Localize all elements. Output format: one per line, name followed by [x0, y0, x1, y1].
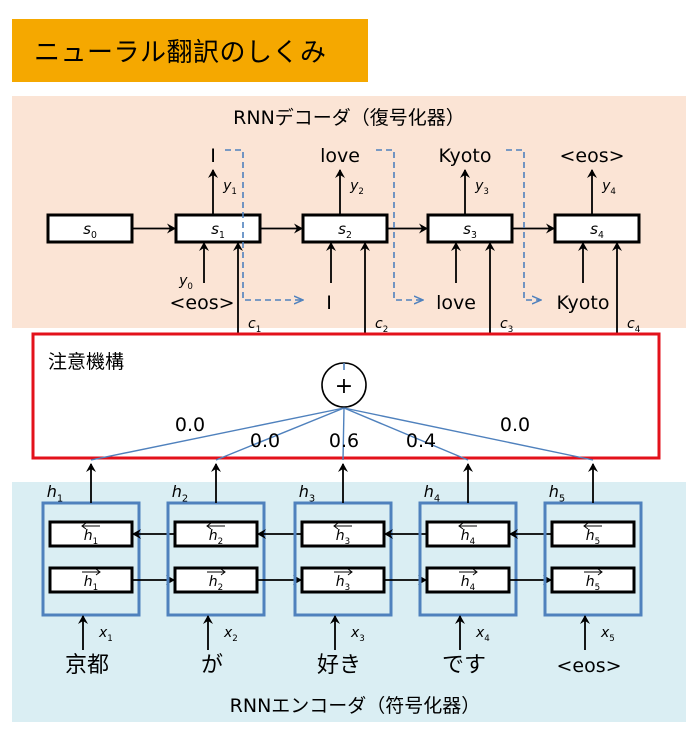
encoder-input-x-label: x2 [223, 625, 238, 644]
decoder-input-word: love [436, 292, 476, 314]
encoder-forward-state-box [173, 566, 259, 594]
attention-weight-line [342, 407, 345, 461]
encoder-backward-arrowhead [81, 522, 87, 530]
encoder-backward-state-label: h1 [84, 528, 98, 547]
encoder-hidden-label: h3 [299, 482, 315, 504]
encoder-input-x-label: x3 [350, 625, 365, 644]
encoder-input-x-label: x5 [600, 625, 615, 644]
encoder-cell-frame [166, 501, 266, 617]
decoder-feedback-dashed-arrow [376, 149, 422, 300]
decoder-context-label: c3 [500, 316, 513, 335]
decoder-input-word: I [326, 292, 332, 314]
encoder-backward-arrowhead [583, 522, 589, 530]
decoder-output-y-label: y1 [222, 178, 237, 197]
decoder-feedback-dashed-arrow [225, 149, 302, 300]
encoder-hidden-label: h5 [549, 482, 565, 504]
encoder-forward-arrowhead [597, 568, 603, 576]
encoder-backward-arrowhead [333, 522, 339, 530]
attention-weight-label: 0.4 [406, 430, 436, 452]
encoder-forward-state-label: h1 [84, 574, 98, 593]
encoder-forward-state-label: h5 [586, 574, 600, 593]
encoder-backward-arrowhead [458, 522, 464, 530]
encoder-forward-arrowhead [472, 568, 478, 576]
encoder-backward-state-label: h3 [336, 528, 350, 547]
decoder-state-label: s2 [338, 220, 352, 241]
encoder-forward-state-label: h3 [336, 574, 350, 593]
encoder-input-word: です [442, 653, 486, 678]
encoder-input-word: <eos> [556, 655, 621, 677]
encoder-input-word: 京都 [65, 653, 109, 678]
decoder-input-word: Kyoto [556, 292, 609, 314]
encoder-cell-frame [293, 501, 393, 617]
encoder-cell-frame [418, 501, 518, 617]
decoder-state-box [553, 213, 641, 244]
decoder-output-word: I [210, 145, 216, 167]
decoder-input-y-label: y0 [178, 273, 193, 292]
title-banner: ニューラル翻訳のしくみ [12, 19, 368, 82]
decoder-output-y-label: y3 [474, 178, 489, 197]
decoder-initial-state-label: s0 [83, 220, 97, 241]
decoder-output-word: love [320, 145, 360, 167]
decoder-state-label: s1 [211, 220, 225, 241]
decoder-initial-state-box [46, 213, 134, 244]
decoder-input-word: <eos> [169, 292, 234, 314]
encoder-input-word: 好き [317, 653, 361, 678]
decoder-output-word: <eos> [559, 145, 624, 167]
encoder-forward-arrowhead [220, 568, 226, 576]
attention-weight-line [343, 407, 469, 461]
decoder-state-label: s3 [463, 220, 477, 241]
encoder-hidden-label: h1 [47, 482, 63, 504]
encoder-hidden-label: h4 [424, 482, 440, 504]
decoder-output-y-label: y2 [349, 178, 364, 197]
attention-weight-label: 0.0 [250, 430, 280, 452]
encoder-backward-arrowhead [206, 522, 212, 530]
attention-weight-line [343, 407, 594, 461]
decoder-state-label: s4 [590, 220, 604, 241]
decoder-output-y-label: y4 [601, 178, 616, 197]
decoder-context-label: c4 [627, 316, 641, 335]
encoder-input-x-label: x1 [98, 625, 113, 644]
decoder-region [12, 96, 686, 328]
attention-weight-label: 0.0 [500, 414, 530, 436]
encoder-forward-arrowhead [347, 568, 353, 576]
decoder-title: RNNデコーダ（復号化器） [233, 107, 465, 129]
encoder-forward-state-label: h4 [461, 574, 476, 593]
encoder-title: RNNエンコーダ（符号化器） [230, 695, 481, 717]
attention-weight-label: 0.6 [329, 430, 359, 452]
encoder-cell-frame [41, 501, 141, 617]
decoder-context-label: c2 [375, 316, 388, 335]
encoder-backward-state-label: h5 [586, 528, 600, 547]
encoder-input-word: が [201, 653, 223, 678]
decoder-state-box [426, 213, 514, 244]
attention-sum-symbol: + [335, 374, 353, 399]
decoder-context-label: c1 [248, 316, 261, 335]
attention-label: 注意機構 [48, 351, 124, 373]
encoder-forward-state-label: h2 [209, 574, 223, 593]
attention-weight-line [90, 407, 345, 461]
encoder-backward-state-label: h2 [209, 528, 223, 547]
decoder-output-word: Kyoto [438, 145, 491, 167]
encoder-backward-state-label: h4 [461, 528, 476, 547]
diagram-title: ニューラル翻訳のしくみ [34, 38, 327, 68]
encoder-forward-arrowhead [95, 568, 101, 576]
attention-weight-line [215, 407, 345, 461]
attention-weight-label: 0.0 [175, 414, 205, 436]
encoder-hidden-label: h2 [172, 482, 188, 504]
encoder-cell-frame [543, 501, 643, 617]
decoder-feedback-dashed-arrow [506, 149, 540, 300]
encoder-input-x-label: x4 [475, 625, 490, 644]
